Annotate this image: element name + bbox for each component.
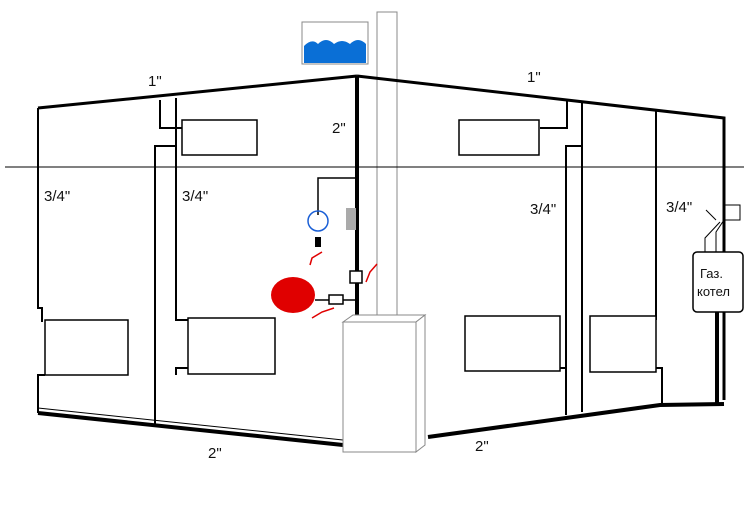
radiator-lower-1	[44, 319, 129, 376]
left-upper-branch	[159, 100, 182, 129]
radiator-upper-left	[181, 119, 258, 156]
left-outer-return	[37, 374, 45, 413]
valve-handle-2	[365, 263, 378, 283]
gas-flue	[715, 204, 741, 252]
gas-boiler-label-1: Газ.	[700, 266, 723, 281]
label-34-right-outer: 3/4"	[666, 199, 692, 216]
label-2in-bottom-right: 2"	[475, 438, 489, 455]
return-pipe-right	[427, 402, 725, 439]
radiator-lower-2	[187, 317, 276, 375]
label-34-right-inner: 3/4"	[530, 201, 556, 218]
right-upper-branch	[540, 100, 568, 129]
main-boiler-side	[415, 313, 426, 454]
valve-small	[315, 237, 321, 247]
label-34-left-outer: 3/4"	[44, 188, 70, 205]
label-2in-riser: 2"	[332, 120, 346, 137]
expansion-tank-top	[301, 21, 369, 65]
label-34-left-inner: 3/4"	[182, 188, 208, 205]
radiator-upper-right	[458, 119, 540, 156]
pump-circle	[307, 210, 329, 232]
riser-valve	[349, 270, 363, 284]
right-outer-return	[656, 367, 663, 405]
tank-valve	[328, 294, 344, 305]
return-bottom-left-thin	[37, 407, 344, 441]
radiator-lower-3	[464, 315, 561, 372]
gas-boiler-leg	[715, 312, 719, 404]
main-boiler-top	[341, 314, 427, 323]
expansion-tank-red	[271, 277, 315, 313]
gas-boiler-label-2: котел	[697, 284, 730, 299]
label-1in-right: 1"	[527, 69, 541, 86]
label-2in-bottom-left: 2"	[208, 445, 222, 462]
gas-boiler	[692, 251, 744, 313]
bypass-loop	[317, 177, 357, 215]
supply-pipe-left	[37, 74, 358, 110]
right-upper-branch2	[565, 102, 583, 415]
chimney	[376, 11, 398, 343]
valve-handle-1	[309, 251, 323, 266]
left-outer-supply	[37, 108, 43, 322]
gray-block	[346, 208, 356, 230]
radiator-lower-4	[589, 315, 657, 373]
left-lower-supply	[175, 146, 188, 321]
gas-flue-2	[704, 221, 721, 252]
left-lower-return	[175, 367, 188, 375]
return-pipe-left	[37, 411, 344, 447]
label-1in-left: 1"	[148, 73, 162, 90]
gas-valve-line	[705, 209, 717, 221]
main-boiler	[342, 321, 417, 453]
left-upper-branch2	[154, 98, 177, 425]
valve-handle-3	[311, 307, 335, 319]
